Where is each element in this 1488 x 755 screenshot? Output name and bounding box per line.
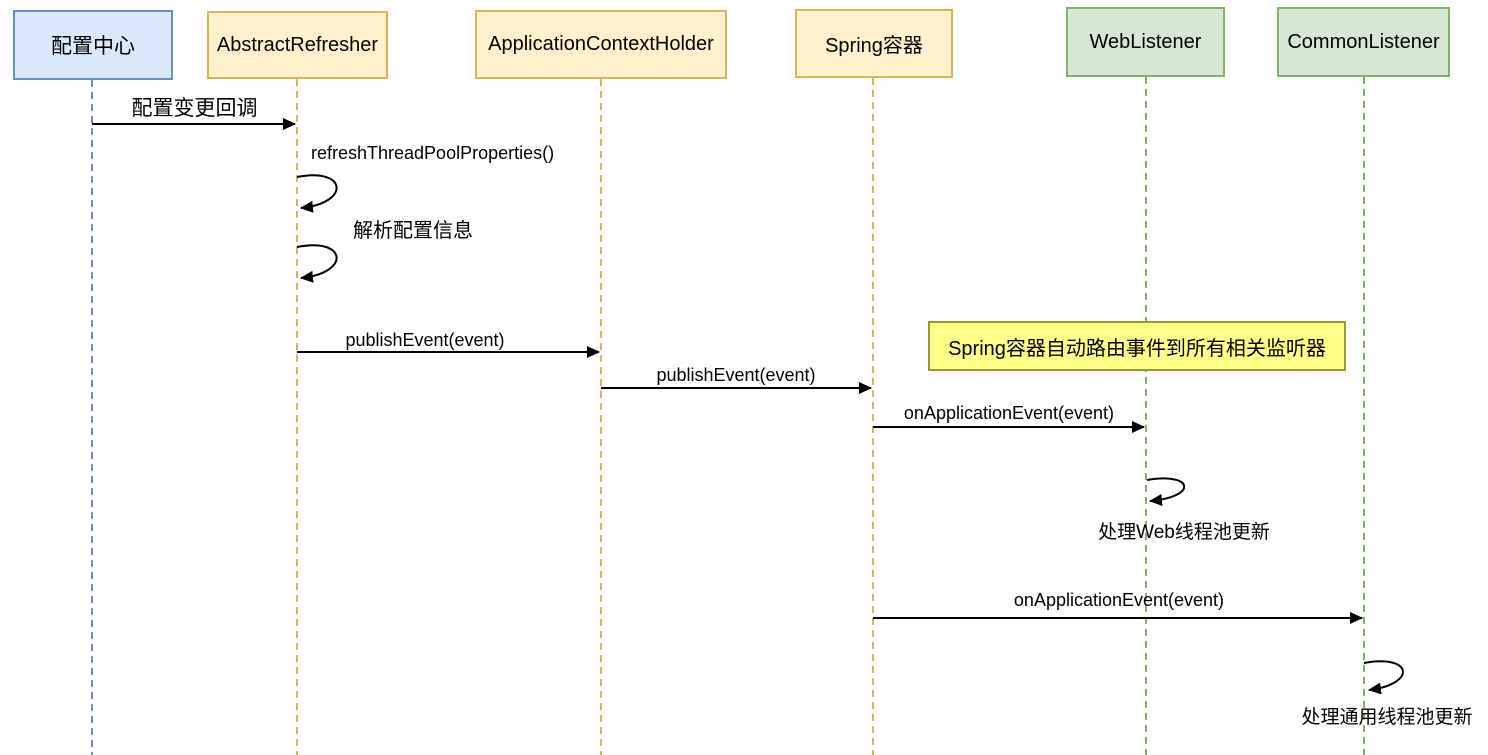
self-loop-parse-config	[296, 244, 338, 283]
message-label-refresh-thread-pool-properties: refreshThreadPoolProperties()	[311, 143, 555, 163]
actor-spring-container: Spring容器	[795, 9, 953, 78]
actor-config-center: 配置中心	[13, 10, 173, 80]
message-label-parse-config: 解析配置信息	[353, 220, 473, 242]
message-label-handle-common-thread-pool: 处理通用线程池更新	[1301, 707, 1473, 728]
actor-abstract-refresher: AbstractRefresher	[207, 11, 388, 79]
message-label-config-change-callback: 配置变更回调	[131, 97, 258, 120]
self-loop-common-thread-pool	[1363, 660, 1404, 695]
message-label-handle-web-thread-pool: 处理Web线程池更新	[1098, 522, 1270, 543]
self-loop-refresh-thread-pool	[296, 174, 338, 213]
self-loop-web-thread-pool	[1146, 477, 1186, 506]
message-label-on-application-event-common: onApplicationEvent(event)	[1013, 590, 1225, 610]
message-label-publish-event-1: publishEvent(event)	[345, 330, 505, 350]
actor-common-listener: CommonListener	[1277, 7, 1450, 77]
actor-application-context-holder: ApplicationContextHolder	[475, 10, 727, 79]
message-label-on-application-event-web: onApplicationEvent(event)	[903, 403, 1115, 423]
message-label-publish-event-2: publishEvent(event)	[656, 365, 816, 385]
note-spring-routes-events: Spring容器自动路由事件到所有相关监听器	[928, 321, 1346, 371]
actor-web-listener: WebListener	[1066, 7, 1225, 77]
